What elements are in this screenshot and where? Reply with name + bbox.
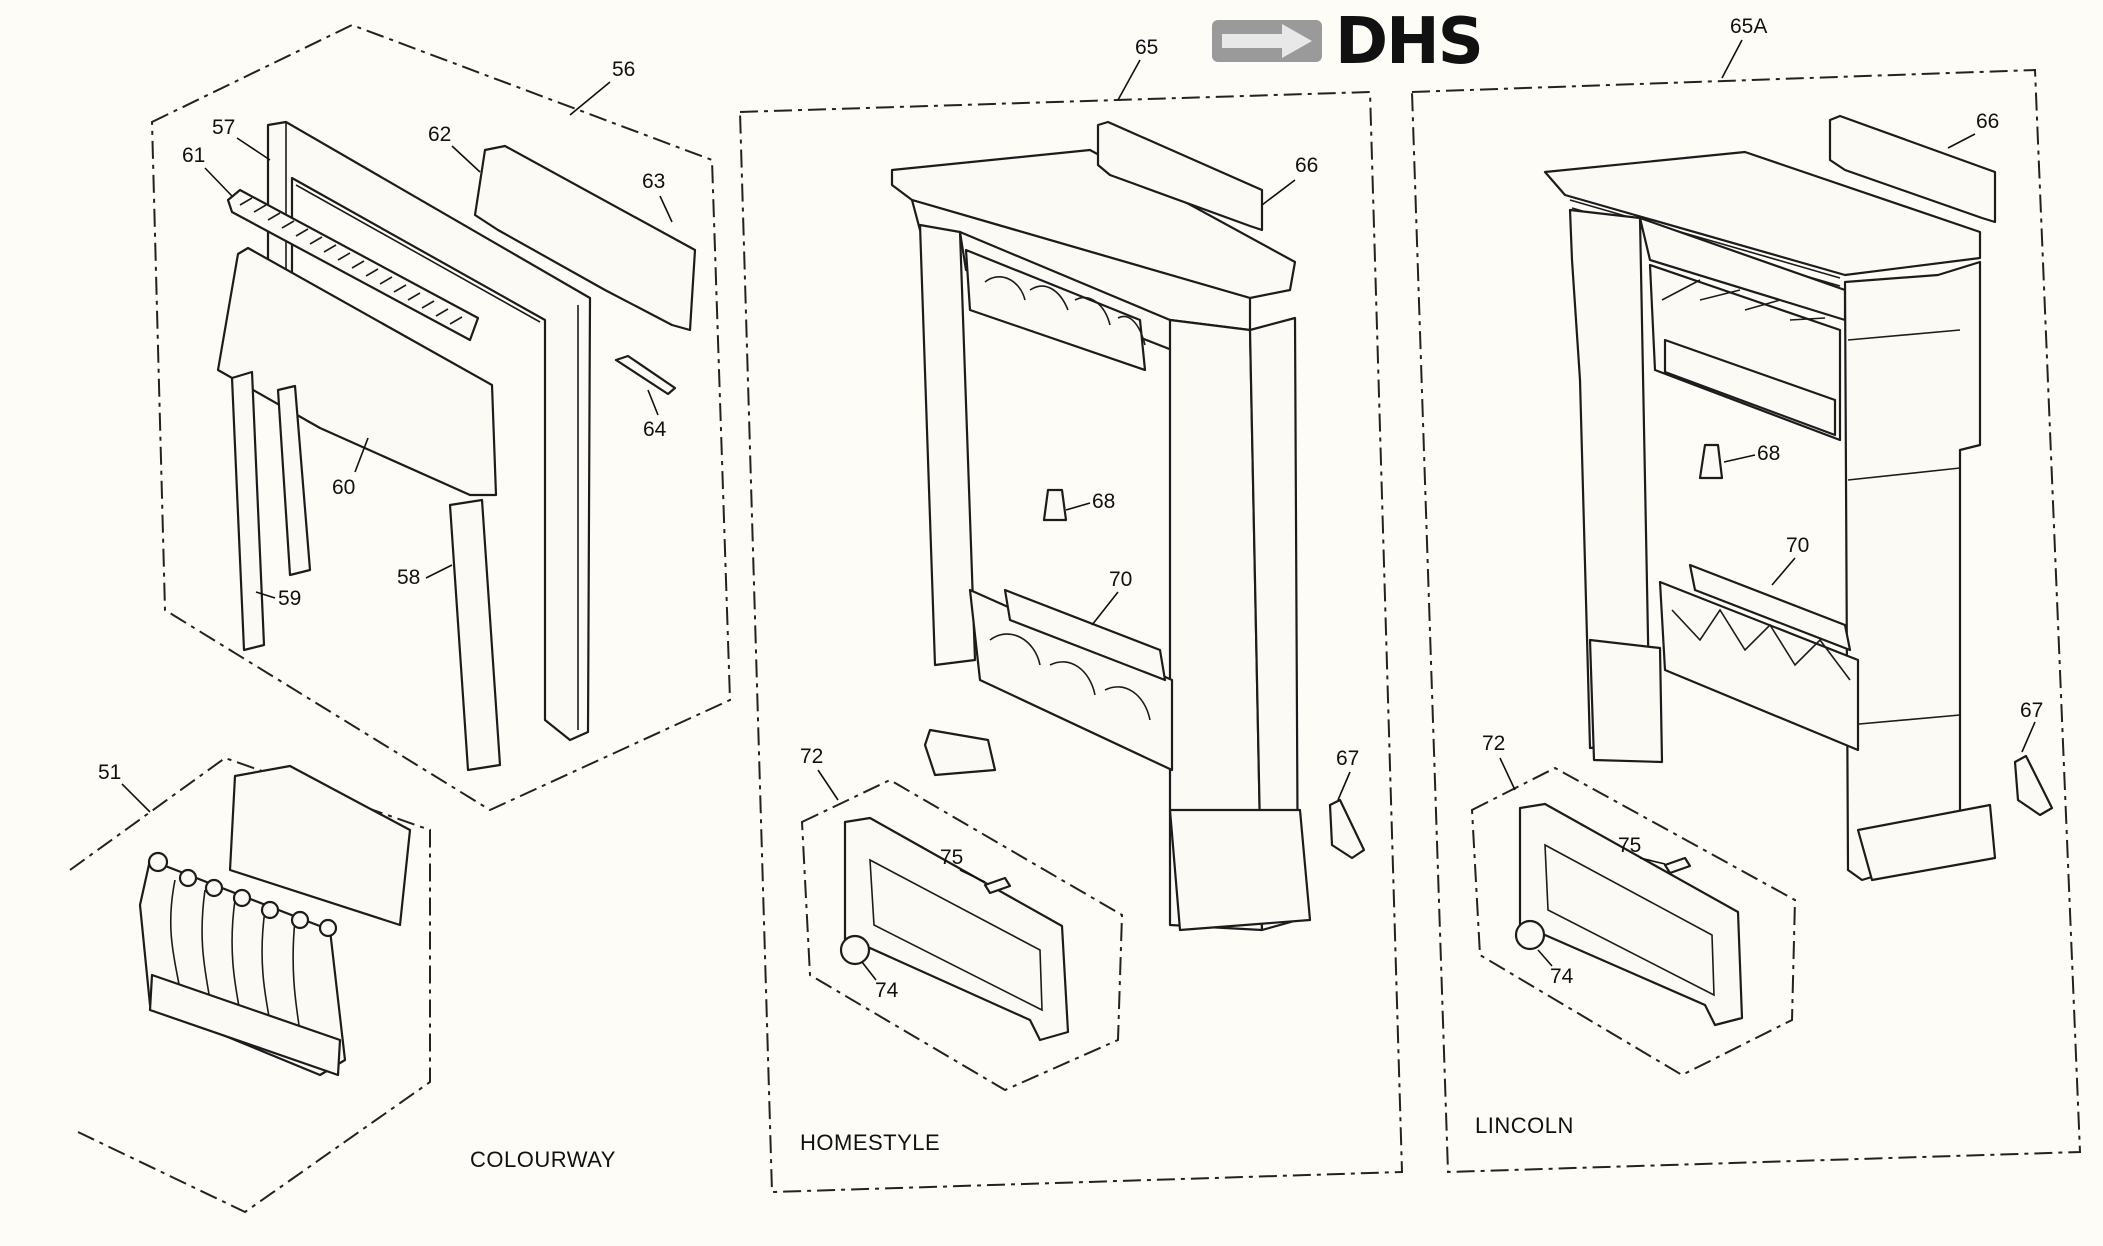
leader-68-lincoln — [1723, 454, 1756, 463]
callout-67-lincoln: 67 — [2020, 699, 2043, 722]
colourway-fret-outline — [69, 756, 431, 1214]
leader-65 — [1117, 59, 1141, 101]
callout-65: 65 — [1135, 36, 1158, 59]
callout-75-lincoln: 75 — [1618, 834, 1641, 857]
leader-61 — [204, 167, 233, 197]
leader-72-lincoln — [1499, 757, 1516, 791]
callout-64: 64 — [643, 418, 667, 441]
lincoln-wall-clip — [2013, 754, 2054, 817]
leader-59 — [255, 591, 276, 599]
callout-57: 57 — [212, 116, 235, 139]
canopy-panel — [216, 246, 498, 497]
lincoln-surround — [1543, 150, 1997, 882]
callout-51: 51 — [98, 761, 121, 784]
lincoln-screw — [1663, 856, 1692, 875]
arrow-right-icon — [1222, 24, 1312, 58]
brand-name: DHS — [1335, 5, 1482, 79]
lincoln-front-knob — [1514, 919, 1546, 951]
callout-70-homestyle: 70 — [1109, 568, 1132, 591]
callout-63: 63 — [642, 170, 665, 193]
leader-57 — [236, 137, 271, 161]
homestyle-wall-clip — [1328, 798, 1366, 860]
leader-66-homestyle — [1261, 179, 1296, 206]
homestyle-screw — [983, 876, 1012, 895]
leader-62 — [451, 145, 481, 173]
inner-left-post — [276, 384, 312, 577]
homestyle-caption: HOMESTYLE — [800, 1130, 940, 1155]
callout-75-homestyle: 75 — [940, 846, 963, 869]
leader-74-homestyle — [861, 961, 877, 981]
leader-65a — [1721, 39, 1743, 79]
retaining-clip — [614, 354, 677, 396]
leader-68-homestyle — [1065, 502, 1091, 511]
callout-58: 58 — [397, 566, 420, 589]
lincoln-group: 65A 66 68 70 67 72 75 74 LINCOLN — [1410, 15, 2082, 1174]
colourway-frame-outline — [150, 23, 732, 812]
homestyle-surround — [890, 148, 1312, 932]
callout-59: 59 — [278, 587, 301, 610]
leader-58 — [425, 564, 453, 579]
leader-63 — [659, 195, 673, 223]
leader-70-homestyle — [1091, 591, 1119, 626]
right-side-post — [448, 498, 502, 772]
grille-fret-strip — [226, 188, 480, 342]
leader-72-homestyle — [817, 769, 839, 801]
homestyle-control-knob — [1042, 488, 1068, 522]
homestyle-front-knob — [839, 934, 871, 966]
homestyle-front-outline — [800, 778, 1124, 1092]
callout-72-homestyle: 72 — [800, 745, 823, 768]
callout-68-lincoln: 68 — [1757, 442, 1780, 465]
leader-67-lincoln — [2021, 721, 2036, 753]
leader-74-lincoln — [1537, 949, 1553, 967]
homestyle-back-plate — [1096, 120, 1264, 232]
leader-51 — [121, 783, 151, 813]
fire-fret-assembly — [138, 764, 412, 1077]
callout-68-homestyle: 68 — [1092, 490, 1115, 513]
callout-70-lincoln: 70 — [1786, 534, 1809, 557]
homestyle-outline — [738, 90, 1404, 1194]
callout-56: 56 — [612, 58, 635, 81]
left-side-post — [230, 370, 266, 652]
callout-61: 61 — [182, 144, 205, 167]
leader-70-lincoln — [1771, 557, 1796, 586]
lincoln-control-knob — [1698, 443, 1724, 480]
leader-66-lincoln — [1947, 133, 1976, 149]
colourway-caption: COLOURWAY — [470, 1147, 616, 1172]
colourway-group: 56 57 61 62 63 64 60 59 58 51 COLOURWAY — [69, 23, 732, 1214]
homestyle-group: 65 66 68 70 67 72 75 74 HOMESTYLE — [738, 36, 1404, 1194]
callout-65a: 65A — [1730, 15, 1767, 38]
leader-75-lincoln — [1639, 857, 1666, 865]
callout-74-homestyle: 74 — [875, 979, 899, 1002]
lincoln-front-outline — [1470, 766, 1797, 1077]
callout-66-lincoln: 66 — [1976, 110, 1999, 133]
callout-60: 60 — [332, 476, 355, 499]
lincoln-outline — [1410, 68, 2082, 1174]
callout-72-lincoln: 72 — [1482, 732, 1505, 755]
leader-56 — [569, 81, 611, 116]
callout-74-lincoln: 74 — [1550, 965, 1574, 988]
callout-66-homestyle: 66 — [1295, 154, 1318, 177]
homestyle-front-panel — [839, 816, 1070, 1042]
dhs-logo: DHS — [1212, 5, 1484, 79]
leader-75-homestyle — [959, 869, 986, 883]
lincoln-caption: LINCOLN — [1475, 1113, 1574, 1138]
leader-67-homestyle — [1337, 771, 1351, 801]
leader-60 — [354, 437, 369, 473]
lincoln-back-plate — [1828, 114, 1997, 224]
callout-67-homestyle: 67 — [1336, 747, 1359, 770]
callout-62: 62 — [428, 123, 451, 146]
rear-bracket-plate — [473, 144, 697, 332]
leader-64 — [647, 389, 659, 416]
